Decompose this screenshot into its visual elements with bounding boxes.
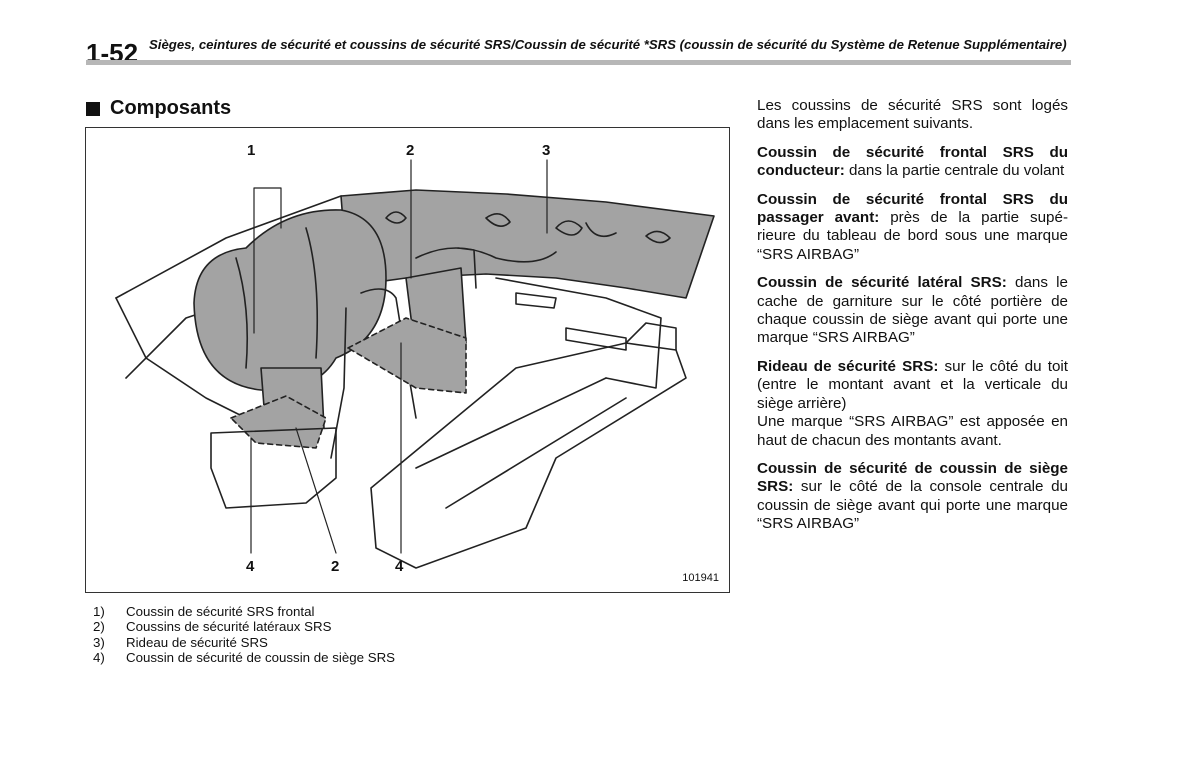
item-description: près de la partie supé- rieure du tablea… [757, 209, 1068, 263]
item-term: Coussin de sécurité frontal SRS du passa… [757, 190, 1068, 227]
running-header-title: Sièges, ceintures de sécurité et coussin… [149, 37, 1067, 52]
legend-item: 2) Coussins de sécurité latéraux SRS [93, 619, 395, 634]
item-paragraph: Coussin de sécurité frontal SRS du passa… [757, 191, 1068, 265]
figure-label-2-bottom: 2 [331, 558, 340, 575]
seat-cushion-airbag [230, 395, 327, 449]
item-paragraph: Coussin de sécurité frontal SRS du condu… [757, 144, 1068, 181]
item-description: sur le côté de la console centrale du co… [757, 478, 1068, 533]
legend-text: Coussin de sécurité de coussin de siège … [126, 649, 396, 665]
figure-code: 101941 [682, 572, 719, 584]
body-text-column: Les coussins de sécurité SRS sont logés … [757, 97, 1068, 544]
item-term: Rideau de sécurité SRS: [757, 357, 939, 375]
legend-number: 3) [93, 634, 105, 650]
note-paragraph: Une marque “SRS AIRBAG” est apposée en h… [757, 413, 1068, 449]
item-term: Coussin de sécurité de coussin de siège … [757, 459, 1068, 496]
legend-item: 1) Coussin de sécurité SRS frontal [93, 604, 395, 619]
figure-label-4-left: 4 [246, 558, 255, 575]
section-heading: Composants [86, 97, 231, 120]
item-description: dans la partie centrale du volant [844, 162, 1065, 180]
legend-text: Rideau de sécurité SRS [126, 634, 268, 650]
legend-number: 2) [93, 619, 105, 635]
section-heading-text: Composants [110, 97, 232, 119]
item-paragraph: Coussin de sécurité de coussin de siège … [757, 460, 1068, 534]
legend-text: Coussins de sécurité latéraux SRS [126, 619, 332, 635]
item-description: sur le côté du toit (entre le montant av… [757, 357, 1068, 412]
driver-front-airbag [193, 209, 387, 392]
intro-paragraph: Les coussins de sécurité SRS sont logés … [757, 97, 1068, 133]
figure-label-2-top: 2 [406, 142, 415, 159]
item-term: Coussin de sécurité frontal SRS du condu… [757, 143, 1068, 180]
front-side-airbag [347, 317, 467, 394]
airbag-components-figure: 1 2 3 4 2 4 101941 [85, 127, 730, 593]
figure-label-4-right: 4 [395, 558, 404, 575]
header-rule [86, 60, 1071, 65]
legend-number: 1) [93, 604, 105, 619]
item-paragraph: Rideau de sécurité SRS: sur le côté du t… [757, 358, 1068, 413]
legend-item: 4) Coussin de sécurité de coussin de siè… [93, 650, 395, 665]
item-description: dans le cache de garniture sur le côté p… [757, 274, 1068, 347]
legend-item: 3) Rideau de sécurité SRS [93, 635, 395, 650]
section-square-icon [86, 101, 100, 116]
figure-label-3: 3 [542, 142, 551, 159]
curtain-airbag [340, 189, 715, 299]
figure-legend: 1) Coussin de sécurité SRS frontal 2) Co… [93, 604, 395, 665]
car-interior-illustration [115, 159, 715, 569]
figure-label-1: 1 [247, 142, 256, 159]
item-term: Coussin de sécurité latéral SRS: [757, 274, 1007, 292]
legend-text: Coussin de sécurité SRS frontal [126, 604, 315, 619]
item-paragraph: Coussin de sécurité latéral SRS: dans le… [757, 274, 1068, 348]
legend-number: 4) [93, 649, 105, 665]
